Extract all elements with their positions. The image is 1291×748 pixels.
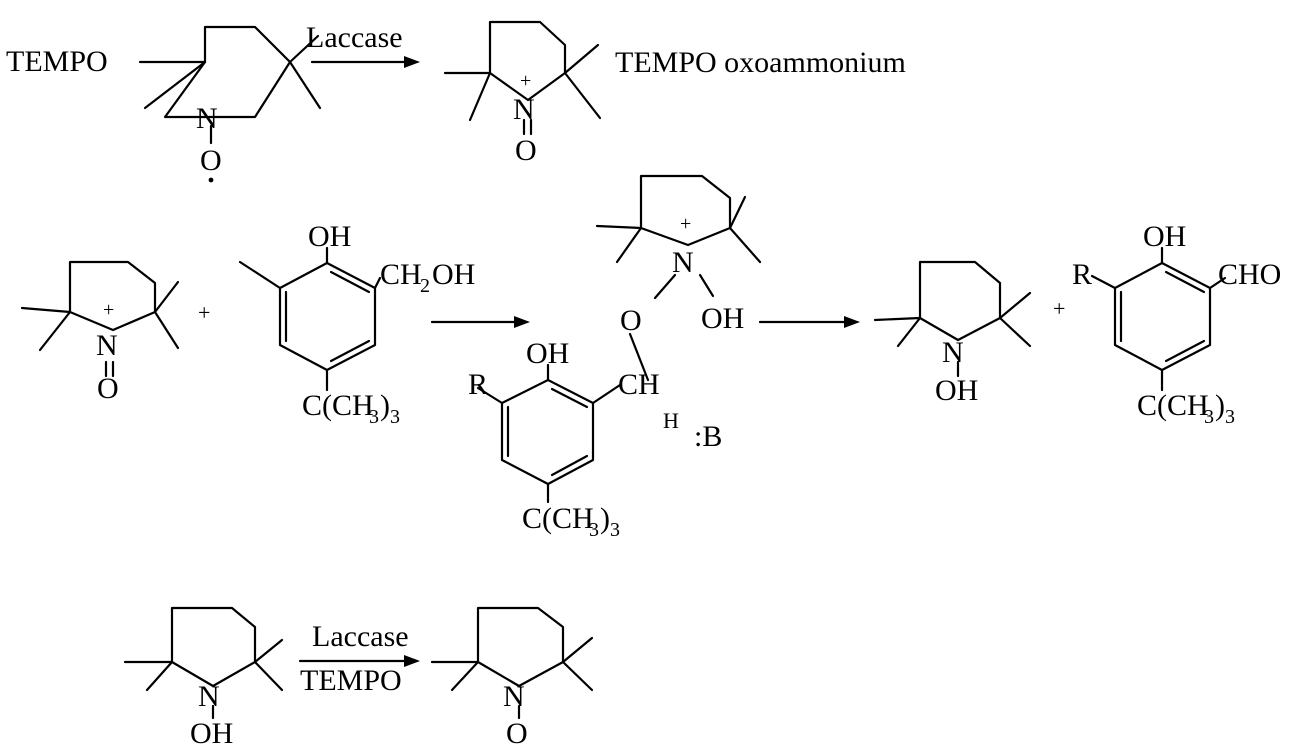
tbu-sub1: 3 [1204,406,1214,428]
tempo-oxoammonium-label: TEMPO oxoammonium [615,46,906,79]
tbu-sub1: 3 [369,406,379,428]
atom-n: N [198,680,220,713]
plus-charge: + [520,70,531,92]
atom-n: N [672,246,694,279]
tbu-c: C(CH [1137,389,1209,422]
atom-o: O [506,717,528,748]
oh-label: OH [935,374,978,407]
tbu-sub2: 3 [610,519,620,541]
atom-n: N [513,93,535,126]
atom-n: N [196,102,218,135]
atom-o: O [620,304,642,337]
laccase-label-1: Laccase [306,21,403,54]
tbu-close: ) [380,389,390,422]
arrow-3 [758,316,860,328]
tempo-product-structure: N O [430,606,594,748]
ch2oh-oh: OH [432,258,475,291]
oxoammonium-reactant-structure: + N O [20,260,180,405]
tempo-label: TEMPO [6,45,108,78]
tempo-radical-structure: TEMPO N O [6,25,322,183]
intermediate-structure: + N O OH OH R CH H :B C(CH 3 ) 3 [468,174,762,541]
ch-label: CH [618,368,660,401]
atom-o: O [97,372,119,405]
tempo-oxoammonium-structure: + N O TEMPO oxoammonium [443,20,906,167]
phenol-ch2oh-structure: OH CH 2 OH C(CH 3 ) 3 [238,220,475,428]
atom-n: N [96,329,118,362]
arrow-2 [430,316,530,328]
oh-label: OH [526,337,569,370]
oh-label: OH [308,220,351,253]
r-label: R [1072,258,1092,291]
ch2oh-ch: CH [380,258,422,291]
base-label: :B [694,420,722,453]
tempo-h-product-structure: N OH [873,260,1032,407]
tbu-sub2: 3 [1225,406,1235,428]
r-label: R [468,368,488,401]
arrow-laccase-2: Laccase TEMPO [298,620,420,697]
atom-n: N [942,336,964,369]
h-label: H [663,408,679,433]
ch2oh-sub: 2 [420,275,430,297]
plus-charge: + [103,299,114,321]
oh-label: OH [701,302,744,335]
tbu-close: ) [1215,389,1225,422]
tbu-sub1: 3 [589,519,599,541]
radical-dot [208,177,214,183]
plus-sign-1: + [198,300,210,325]
atom-o: O [200,144,222,177]
tempo-h-reactant-structure: N OH [123,606,284,748]
aldehyde-product-structure: OH R CHO C(CH 3 ) 3 [1072,220,1281,428]
plus-sign-2: + [1053,296,1065,321]
atom-n: N [503,680,525,713]
arrow-laccase-1: Laccase [306,21,420,68]
tbu-close: ) [600,502,610,535]
oh-label: OH [190,717,233,748]
laccase-label-2: Laccase [312,620,409,653]
tbu-sub2: 3 [390,406,400,428]
oh-label: OH [1143,220,1186,253]
tbu-c: C(CH [522,502,594,535]
tbu-c: C(CH [302,389,374,422]
cho-label: CHO [1218,258,1281,291]
atom-o: O [515,134,537,167]
plus-charge: + [680,213,691,235]
tempo-catalyst-label: TEMPO [300,664,402,697]
